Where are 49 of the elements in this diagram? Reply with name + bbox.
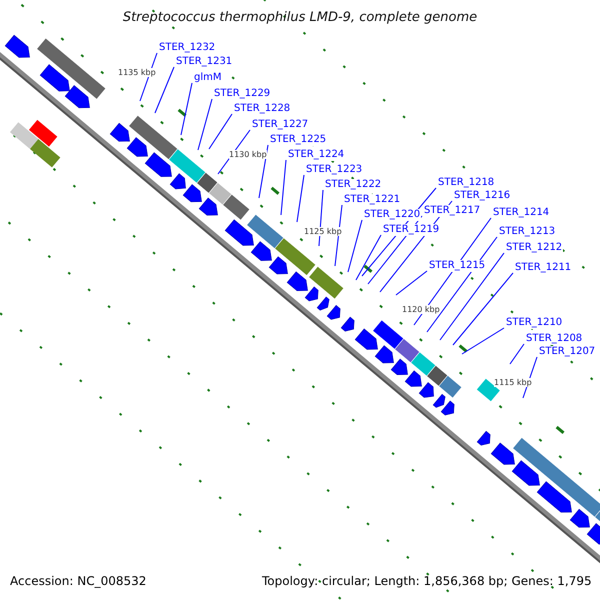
- gene-label: STER_1211: [514, 262, 572, 274]
- leader-line: [396, 270, 428, 296]
- leader-line: [348, 220, 362, 272]
- leader-line: [154, 66, 174, 114]
- footer-text: Accession: NC_008532: [10, 574, 146, 588]
- gene-label: STER_1219: [382, 224, 440, 236]
- gene-label: STER_1231: [175, 56, 234, 68]
- scale-label: 1135 kbp: [118, 68, 156, 77]
- scale-label: 1130 kbp: [229, 150, 267, 159]
- gene-label: STER_1223: [305, 164, 364, 176]
- gene-label: STER_1228: [233, 103, 292, 115]
- diagram-title: Streptococcus thermophilus LMD-9, complete genome: [122, 10, 478, 25]
- gene-label: STER_1227: [251, 119, 310, 131]
- gene-label: STER_1232: [158, 42, 216, 54]
- gene-label: STER_1215: [428, 260, 486, 272]
- leader-line: [208, 114, 232, 150]
- leader-line: [452, 272, 514, 346]
- leader-line: [426, 236, 498, 332]
- leader-line: [334, 204, 342, 266]
- scale-label: 1115 kbp: [494, 378, 532, 387]
- gene-label: STER_1221: [343, 194, 402, 206]
- gene-label: STER_1218: [437, 177, 496, 189]
- gene-label: STER_1220: [363, 209, 422, 221]
- leader-line: [440, 252, 504, 340]
- gene-label: STER_1216: [453, 190, 512, 202]
- gene-label: STER_1222: [324, 179, 382, 191]
- gene-label: STER_1212: [505, 242, 564, 254]
- gene-label: STER_1213: [498, 226, 556, 238]
- footer-text: Topology: circular; Length: 1,856,368 bp; Genes: 1,795: [262, 574, 592, 588]
- leader-line: [510, 344, 524, 364]
- leader-line: [258, 144, 268, 198]
- gene-label: STER_1207: [538, 346, 596, 358]
- leader-line: [356, 234, 382, 280]
- gene-label: STER_1225: [269, 134, 328, 146]
- leader-line: [296, 174, 304, 222]
- scale-label: 1125 kbp: [304, 227, 342, 236]
- gene-label: STER_1210: [505, 317, 564, 329]
- leader-line: [198, 98, 212, 150]
- gene-label: STER_1214: [492, 207, 550, 219]
- gene-label: STER_1224: [287, 149, 346, 161]
- leader-line: [180, 82, 192, 136]
- leader-line: [280, 160, 286, 216]
- leader-line: [318, 190, 324, 246]
- gene-label: glmM: [193, 72, 222, 84]
- gene-label: STER_1208: [525, 333, 584, 345]
- scale-label: 1120 kbp: [402, 305, 440, 314]
- gene-label: STER_1229: [213, 88, 272, 100]
- leader-line: [462, 328, 504, 354]
- gene-label: STER_1217: [423, 205, 482, 217]
